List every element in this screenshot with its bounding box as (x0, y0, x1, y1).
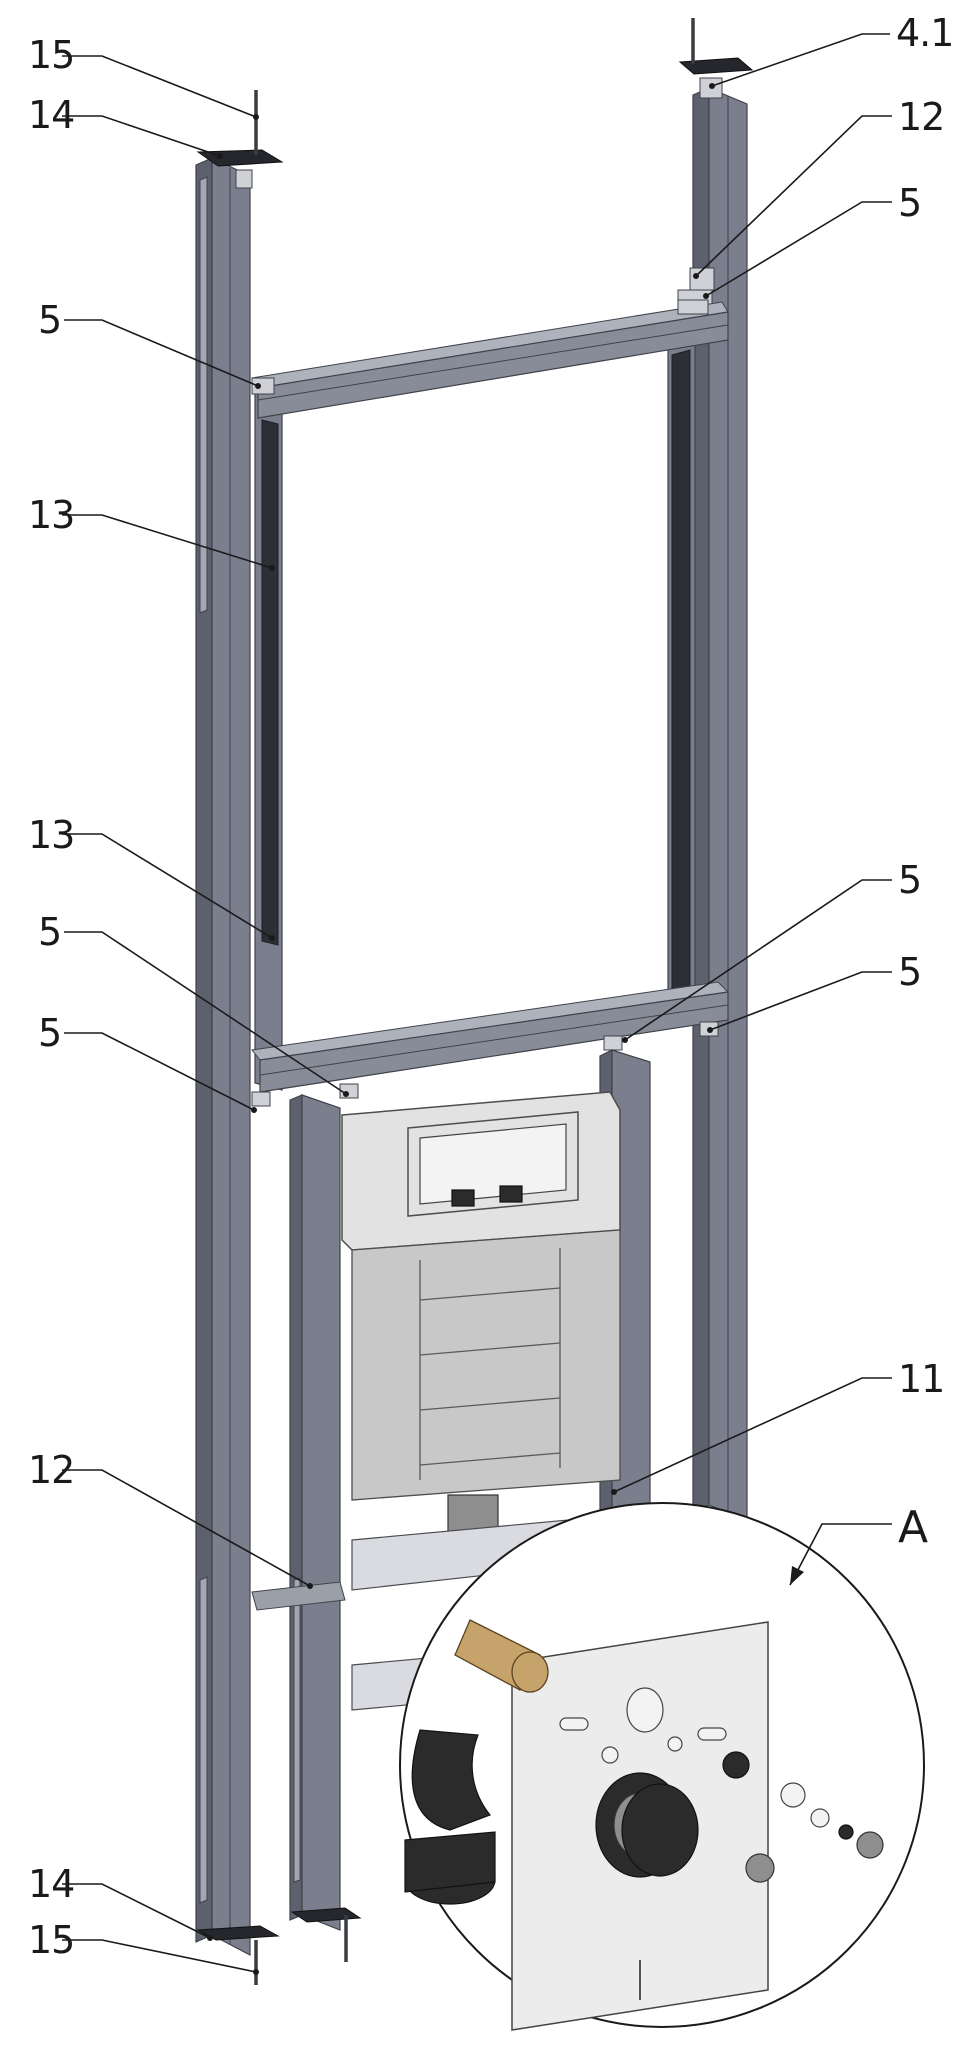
right-main-post (667, 87, 748, 1521)
callout-13-lower: 13 (28, 813, 74, 857)
callout-5-right-mid2: 5 (898, 950, 921, 994)
upper-cross-rail (251, 299, 729, 419)
lower-left-secondary-post (289, 1094, 362, 1931)
callout-detail-a: A (898, 1502, 928, 1553)
detail-a-circle (399, 1502, 925, 2031)
left-main-post (195, 157, 283, 1956)
callout-5-right-top: 5 (898, 181, 921, 225)
callout-15-top: 15 (28, 33, 74, 77)
concealed-cistern (341, 1091, 621, 1556)
callout-5-left-top: 5 (38, 298, 61, 342)
left-bottom-plate (196, 1915, 348, 1985)
callout-14-top: 14 (28, 93, 74, 137)
callout-5-left-mid: 5 (38, 910, 61, 954)
callout-5-right-mid: 5 (898, 858, 921, 902)
middle-cross-rail (251, 981, 730, 1107)
callout-12-top: 12 (898, 95, 944, 139)
callout-4-1: 4.1 (896, 11, 953, 55)
callout-5-left-low: 5 (38, 1011, 61, 1055)
callout-11: 11 (898, 1357, 944, 1401)
